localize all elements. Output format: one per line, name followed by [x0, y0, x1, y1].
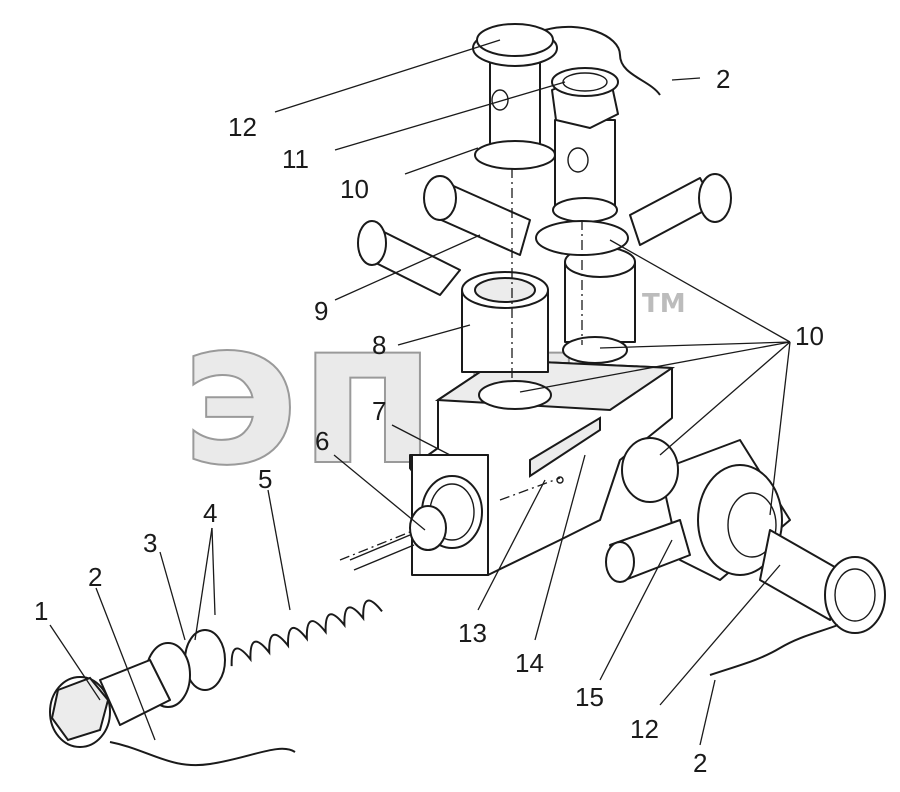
callout-3: 3	[143, 528, 157, 558]
callout-1: 1	[34, 596, 48, 626]
callout-6: 6	[315, 426, 329, 456]
callout-4: 4	[203, 498, 217, 528]
callout-15: 15	[575, 682, 604, 712]
callout-9: 9	[314, 296, 328, 326]
lockwire-top	[544, 25, 661, 96]
callout-12: 12	[630, 714, 659, 744]
watermark-trademark: TM	[642, 289, 686, 319]
callout-12: 12	[228, 112, 257, 142]
callout-2: 2	[88, 562, 102, 592]
callouts: 1 2 2 2 3 4 5 6 7 8 9 10 10 11 12 12 13 …	[34, 64, 824, 778]
right-assembly	[605, 437, 886, 634]
nameplate	[529, 416, 601, 478]
callout-10: 10	[340, 174, 369, 204]
callout-10: 10	[795, 321, 824, 351]
leader-lines	[49, 39, 791, 746]
lockwire-right	[709, 624, 839, 676]
callout-14: 14	[515, 648, 544, 678]
upper-sleeves	[461, 246, 636, 410]
top-tube-left	[472, 23, 558, 170]
callout-2: 2	[693, 748, 707, 778]
spring-assembly	[49, 505, 447, 767]
callout-8: 8	[372, 330, 386, 360]
callout-11: 11	[282, 144, 309, 174]
callout-13: 13	[458, 618, 487, 648]
side-tubes	[357, 173, 732, 296]
callout-7: 7	[372, 396, 386, 426]
callout-5: 5	[258, 464, 272, 494]
callout-2: 2	[716, 64, 730, 94]
top-tube-right	[535, 67, 629, 256]
